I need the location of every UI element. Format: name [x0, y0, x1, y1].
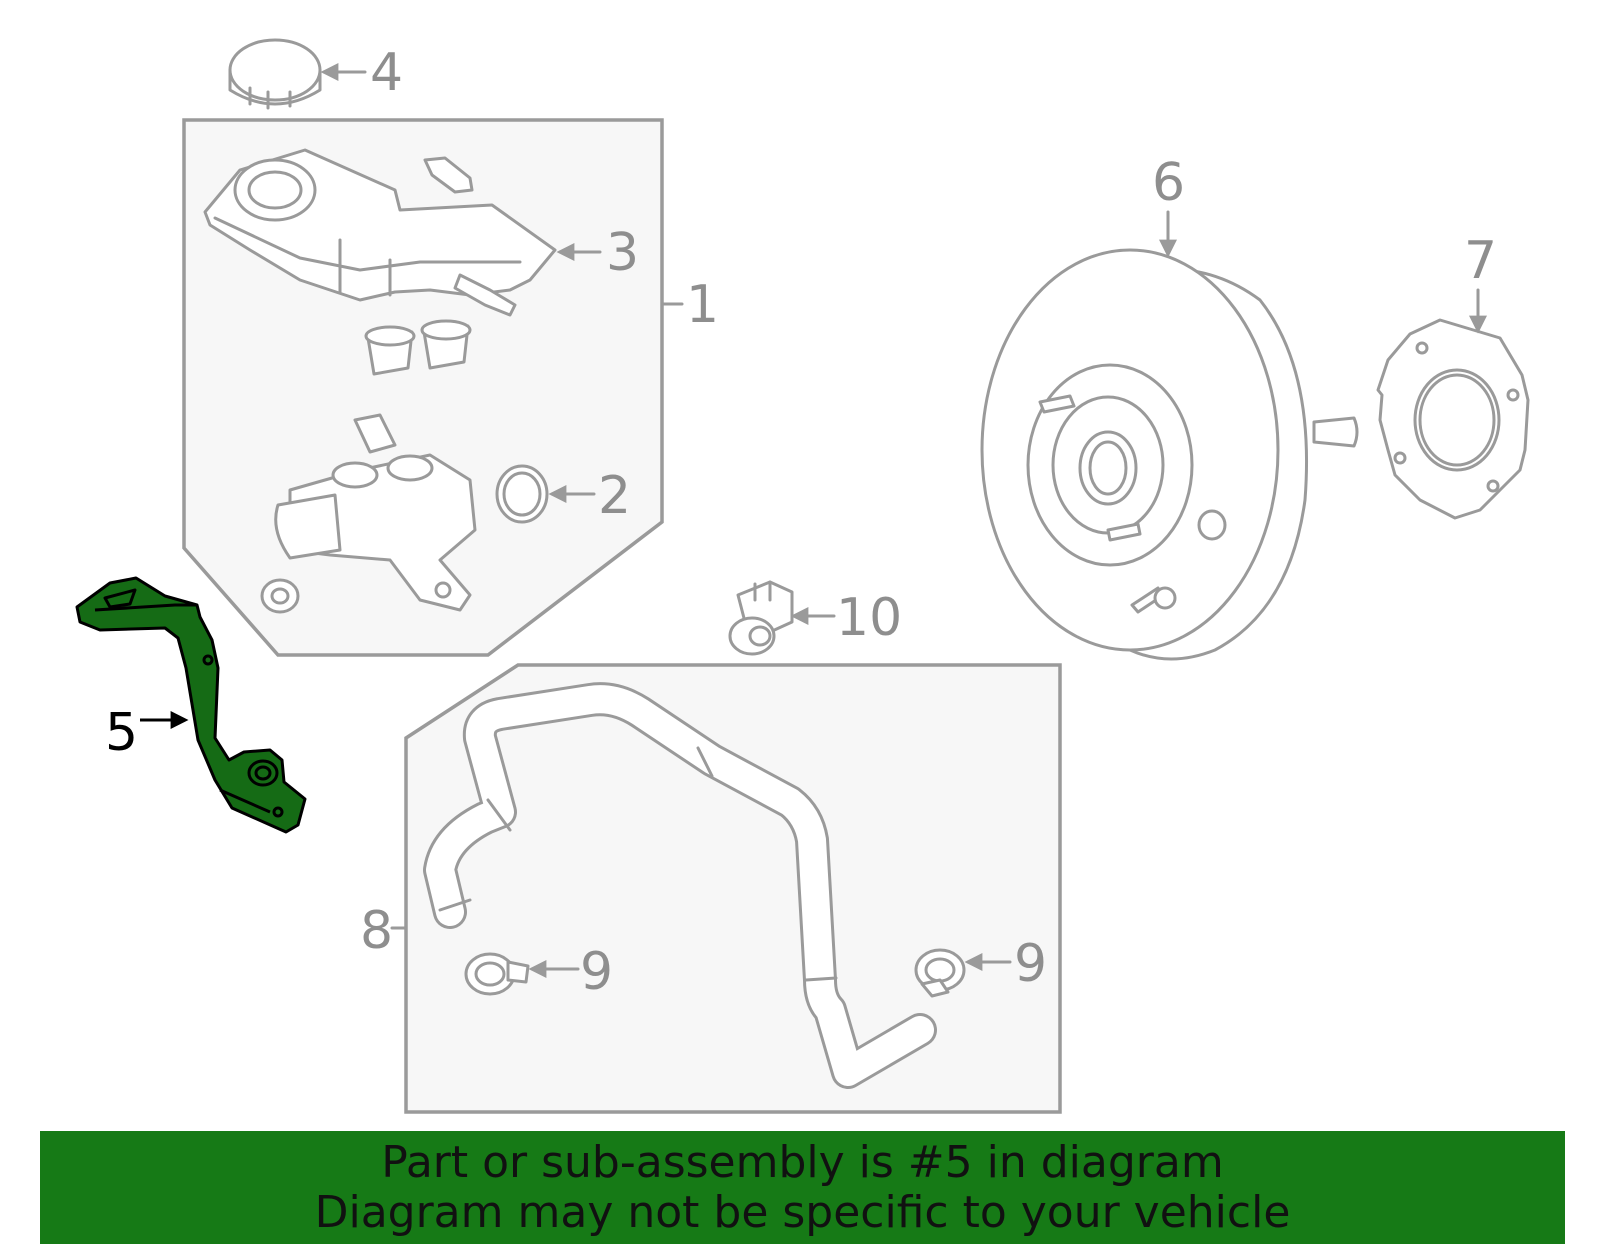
- callout-2[interactable]: 2: [598, 466, 631, 526]
- callout-9a[interactable]: 9: [580, 942, 613, 1002]
- reservoir-tank-part[interactable]: [203, 148, 557, 317]
- banner-line-1: Part or sub-assembly is #5 in diagram: [381, 1136, 1224, 1188]
- hose-clamp-left-part[interactable]: [464, 952, 530, 996]
- booster-gasket-part[interactable]: [1376, 318, 1530, 520]
- callout-10[interactable]: 10: [836, 588, 902, 648]
- callout-8[interactable]: 8: [360, 901, 393, 961]
- callout-3[interactable]: 3: [606, 223, 639, 283]
- callout-4[interactable]: 4: [370, 43, 403, 103]
- grommets: [364, 319, 472, 376]
- callout-9b[interactable]: 9: [1014, 934, 1047, 994]
- vacuum-hose-assembly-box: [404, 663, 1062, 1114]
- hose-clamp-right-part[interactable]: [914, 948, 966, 998]
- reservoir-cap-part[interactable]: [228, 38, 322, 110]
- part-info-banner: Part or sub-assembly is #5 in diagram Di…: [40, 1131, 1565, 1244]
- callout-5[interactable]: 5: [105, 703, 138, 763]
- check-valve-clip-part[interactable]: [728, 580, 794, 656]
- o-ring-part[interactable]: [495, 464, 549, 524]
- callout-6[interactable]: 6: [1152, 153, 1185, 213]
- vacuum-hose-part: [423, 682, 937, 1089]
- bracket-part-highlighted[interactable]: [75, 576, 307, 834]
- brake-booster-part[interactable]: [980, 248, 1359, 661]
- callout-7[interactable]: 7: [1464, 231, 1497, 291]
- banner-line-2: Diagram may not be specific to your vehi…: [314, 1186, 1291, 1238]
- master-cylinder-body: [260, 413, 477, 614]
- callout-1[interactable]: 1: [686, 275, 719, 335]
